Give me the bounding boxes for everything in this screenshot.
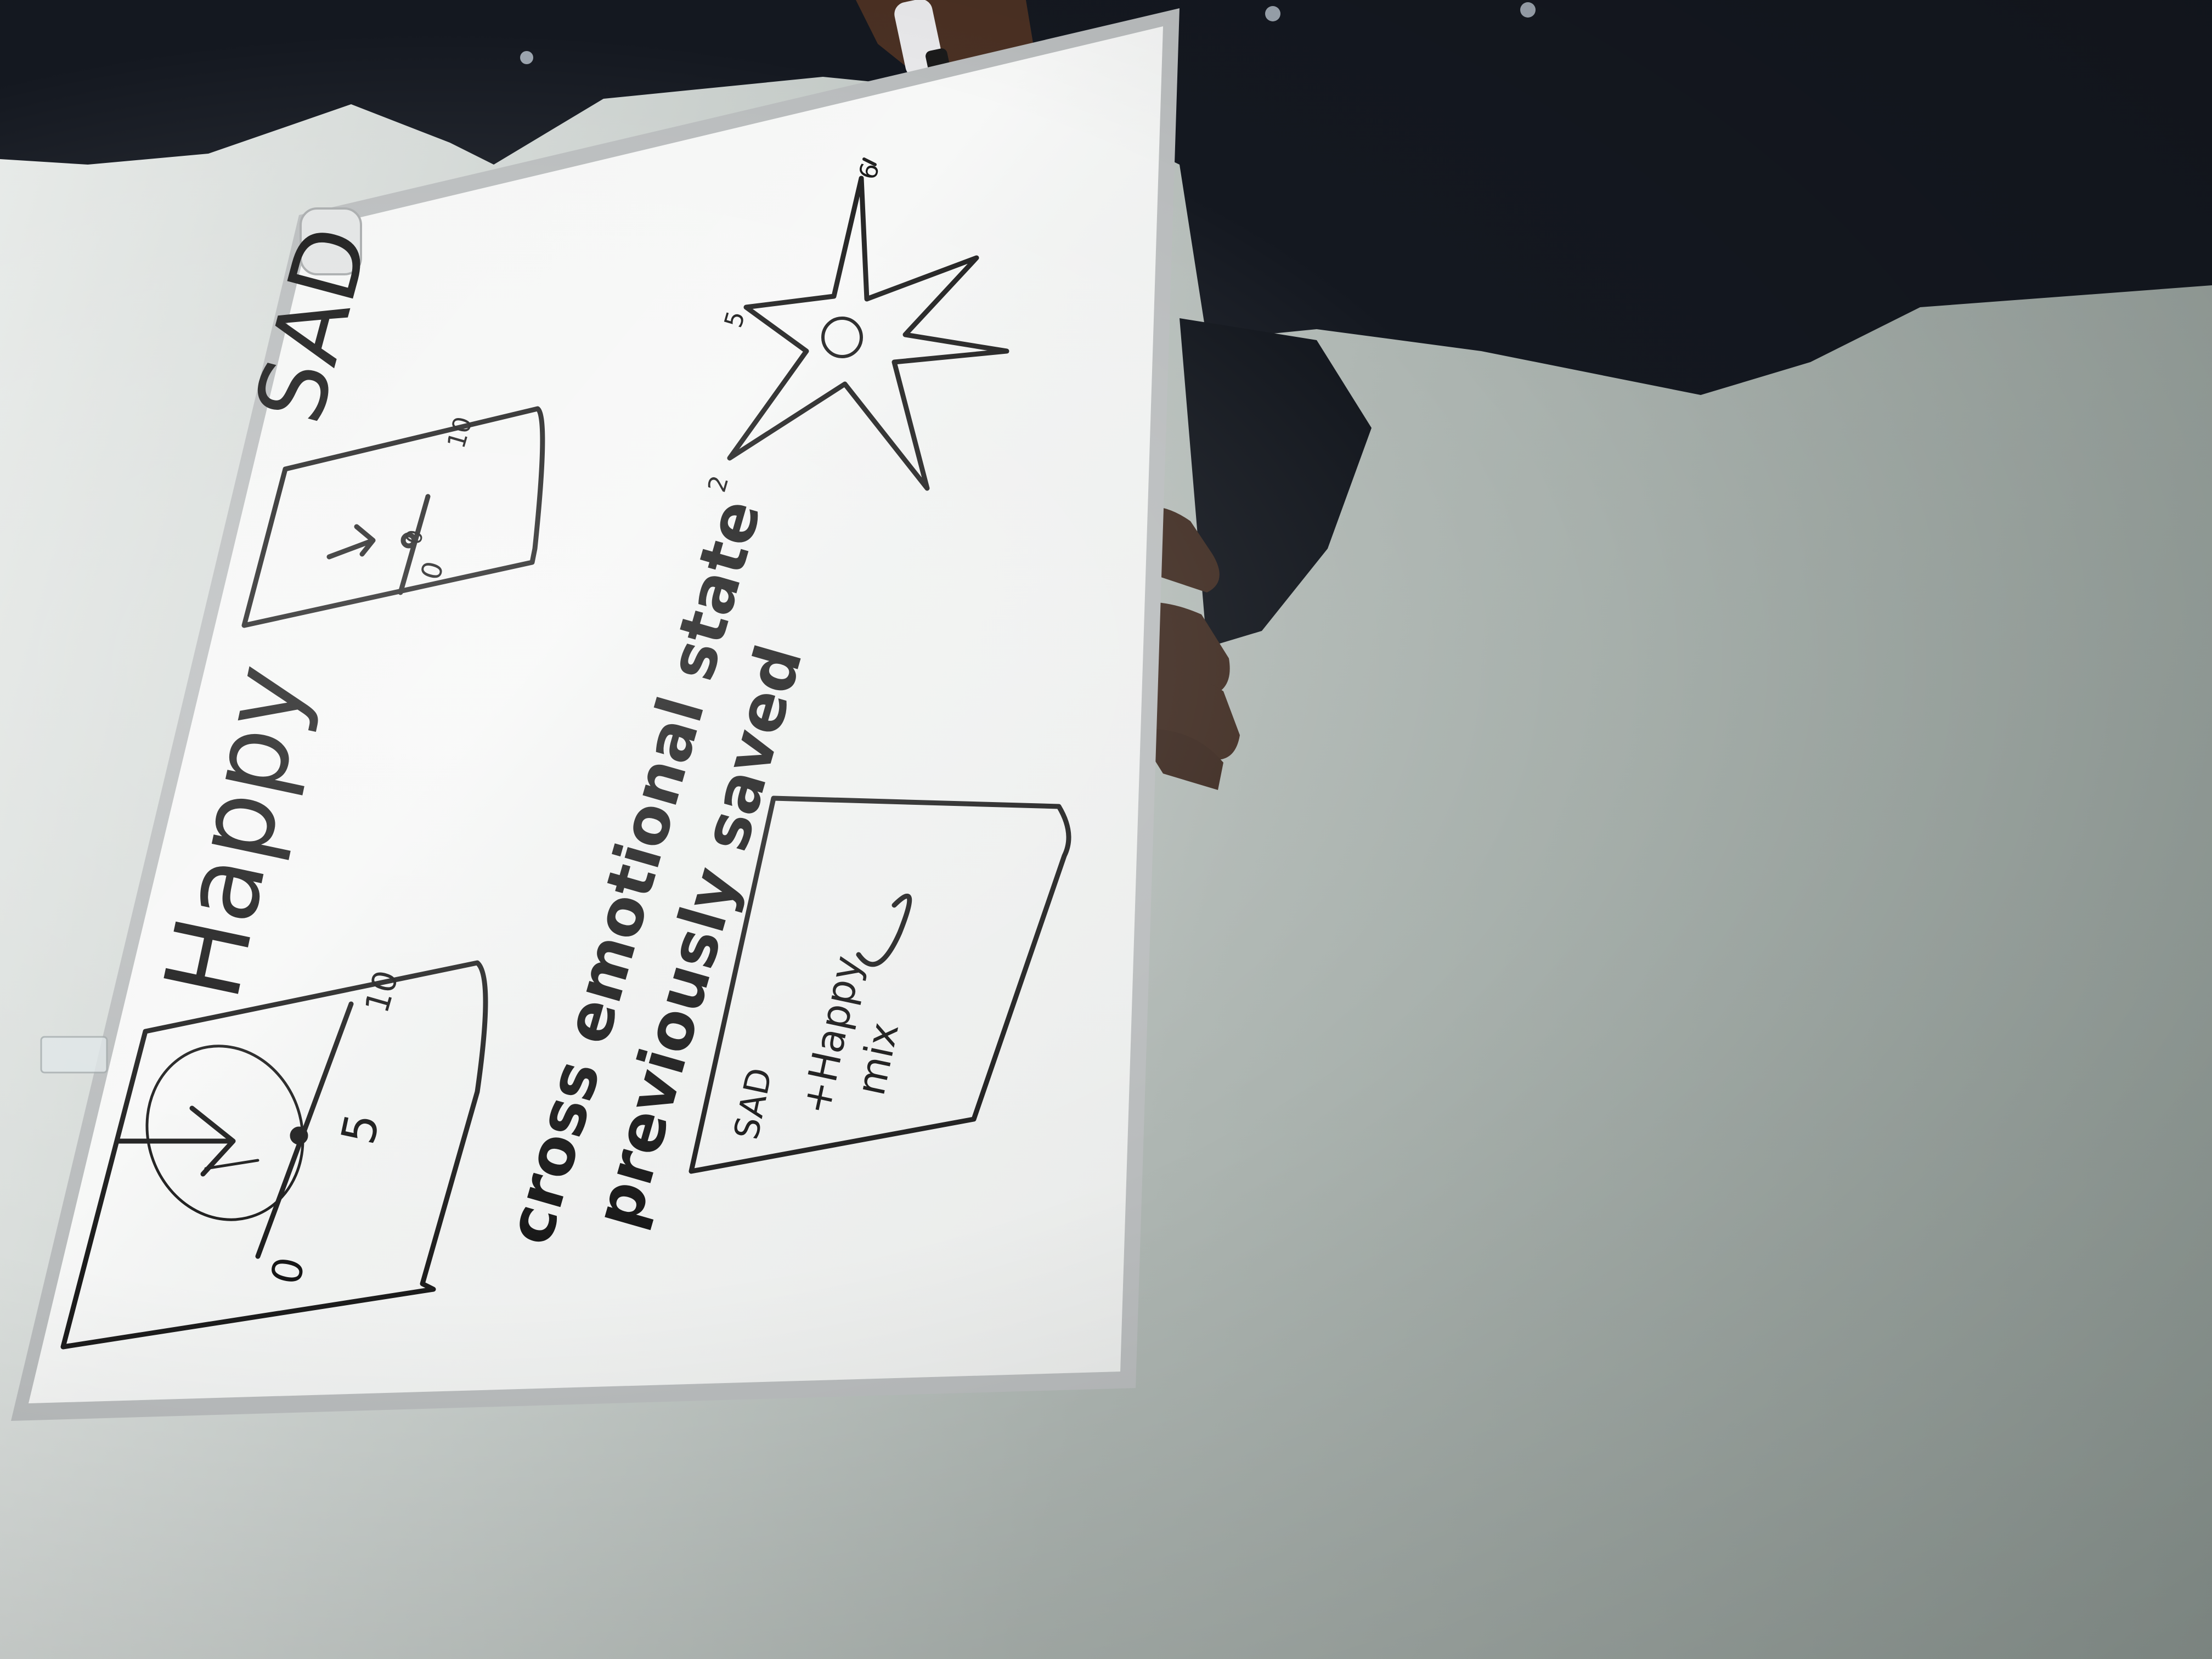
star-drawing xyxy=(727,176,1009,491)
jacket-button xyxy=(1265,6,1280,21)
jacket-button xyxy=(520,51,533,64)
mix-scribble xyxy=(856,893,912,967)
sad-arrow xyxy=(326,524,376,560)
sad-box xyxy=(241,406,545,628)
whiteboard-clip xyxy=(40,1036,108,1074)
whiteboard-magnet xyxy=(300,207,362,275)
happy-box xyxy=(60,960,488,1350)
whiteboard-drawings xyxy=(60,157,1071,1350)
jacket-button xyxy=(1520,2,1536,18)
mix-box xyxy=(689,795,1071,1174)
star-face xyxy=(821,317,863,358)
person-torso xyxy=(0,0,2212,647)
whiteboard xyxy=(11,8,1180,1421)
happy-dial xyxy=(145,1045,304,1221)
